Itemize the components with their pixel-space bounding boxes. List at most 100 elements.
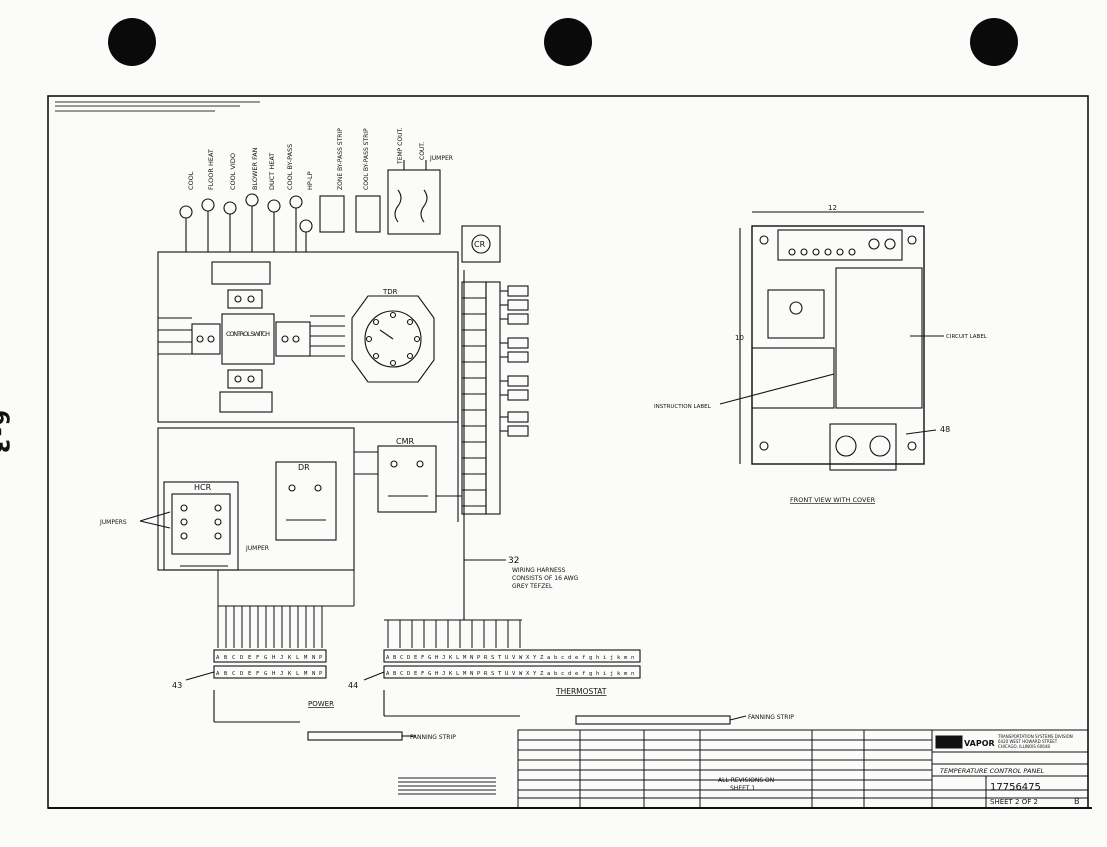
cr-label: CR xyxy=(474,240,486,249)
header-notes xyxy=(55,101,260,112)
svg-text:H: H xyxy=(272,671,275,677)
jumper-label-top: JUMPER xyxy=(429,155,453,162)
callout-43: 43 xyxy=(172,681,182,690)
svg-text:P: P xyxy=(319,655,323,661)
switch-label-cool-vido: COOL VIDO xyxy=(229,153,237,190)
svg-text:M: M xyxy=(304,655,308,661)
temp-control xyxy=(387,169,441,235)
svg-text:H: H xyxy=(435,671,438,677)
wiring-note-3: GREY TEFZEL xyxy=(512,583,553,590)
callout-44: 44 xyxy=(348,681,358,690)
wiring-ref: 32 xyxy=(508,556,519,566)
punch-hole-right xyxy=(970,18,1018,66)
svg-text:E: E xyxy=(414,655,417,661)
svg-text:N: N xyxy=(470,671,473,677)
title-block-text: VAPOR TRANSPORTATION SYSTEMS DIVISION 64… xyxy=(718,734,1080,806)
control-switch-assembly xyxy=(158,261,345,413)
revision-note: ALL REVISIONS ON xyxy=(718,777,774,784)
svg-text:R: R xyxy=(484,671,488,677)
svg-text:b: b xyxy=(554,671,557,677)
svg-text:C: C xyxy=(400,671,403,677)
fanning-strip-2: FANNING STRIP xyxy=(748,714,794,721)
dim-width: 12 xyxy=(828,204,837,212)
svg-text:C: C xyxy=(232,655,235,661)
svg-text:m: m xyxy=(624,671,628,677)
svg-text:c: c xyxy=(561,655,564,661)
svg-text:k: k xyxy=(617,671,621,677)
hcr-relay xyxy=(163,481,239,571)
lower-enclosure xyxy=(157,427,355,571)
svg-text:J: J xyxy=(442,671,445,677)
sheet-number: SHEET 2 OF 2 xyxy=(990,798,1038,806)
power-fanning-strip xyxy=(307,731,403,741)
svg-text:D: D xyxy=(407,655,410,661)
svg-text:K: K xyxy=(449,671,453,677)
instruction-label: INSTRUCTION LABEL xyxy=(654,404,712,410)
dr-relay xyxy=(275,461,337,541)
control-switch-label: CONTROL SWITCH xyxy=(226,330,270,338)
svg-text:C: C xyxy=(400,655,403,661)
svg-text:H: H xyxy=(435,655,438,661)
thermostat-connector-row1 xyxy=(383,649,641,663)
svg-text:B: B xyxy=(224,655,228,661)
svg-text:S: S xyxy=(491,671,494,677)
switch-label-duct-heat: DUCT HEAT xyxy=(268,153,276,190)
jumpers-label: JUMPERS xyxy=(99,519,127,526)
svg-text:J: J xyxy=(280,671,283,677)
callout-48: 48 xyxy=(940,425,950,434)
svg-text:j: j xyxy=(610,655,613,661)
svg-text:M: M xyxy=(304,671,308,677)
hcr-label: HCR xyxy=(194,483,212,492)
svg-text:N: N xyxy=(312,655,315,661)
jumper-label-lower: JUMPER xyxy=(245,545,269,552)
company-line-3: CHICAGO, ILLINOIS 60648 xyxy=(998,744,1050,749)
zone-bypass-strip xyxy=(319,195,345,233)
switch-floor-heat xyxy=(201,198,215,252)
wiring-note-2: CONSISTS OF 16 AWG xyxy=(512,575,579,582)
svg-text:U: U xyxy=(505,671,508,677)
svg-text:c: c xyxy=(561,671,564,677)
svg-text:K: K xyxy=(288,655,292,661)
switch-labels: COOL FLOOR HEAT COOL VIDO BLOWER FAN DUC… xyxy=(187,144,314,190)
svg-text:F: F xyxy=(421,655,424,661)
svg-text:e: e xyxy=(575,655,578,661)
tdr-timer xyxy=(351,295,435,383)
cmr-label: CMR xyxy=(396,437,414,446)
zone-bypass-label: ZONE BY-PASS STRIP xyxy=(337,128,344,190)
main-harness xyxy=(457,252,465,620)
svg-text:h: h xyxy=(596,655,599,661)
svg-text:a: a xyxy=(547,671,550,677)
svg-text:B: B xyxy=(393,671,397,677)
punch-hole-center xyxy=(544,18,592,66)
power-connector-row2 xyxy=(213,665,327,679)
svg-text:J: J xyxy=(442,655,445,661)
svg-text:G: G xyxy=(264,671,267,677)
punch-hole-left xyxy=(108,18,156,66)
svg-text:g: g xyxy=(589,655,592,661)
power-connector-wires xyxy=(217,570,355,648)
svg-text:K: K xyxy=(288,671,292,677)
svg-text:k: k xyxy=(617,655,621,661)
right-terminal-strip xyxy=(461,281,501,515)
svg-text:d: d xyxy=(568,655,571,661)
svg-text:Y: Y xyxy=(533,655,537,661)
dr-label: DR xyxy=(298,463,310,472)
bypass-labels: ZONE BY-PASS STRIP COOL BY-PASS STRIP TE… xyxy=(337,128,453,190)
switch-cool-bypass xyxy=(289,195,303,252)
svg-text:L: L xyxy=(296,671,300,677)
svg-text:R: R xyxy=(484,655,488,661)
switch-label-blower-fan: BLOWER FAN xyxy=(251,147,259,190)
svg-text:J: J xyxy=(280,655,283,661)
svg-text:W: W xyxy=(519,655,523,661)
svg-text:Y: Y xyxy=(533,671,537,677)
switch-cool-vido xyxy=(223,201,237,252)
power-connector-row1 xyxy=(213,649,327,663)
cr-relay xyxy=(461,225,501,263)
temp-cout-label: TEMP COUT. xyxy=(397,128,404,165)
svg-text:F: F xyxy=(256,655,259,661)
svg-text:L: L xyxy=(456,655,460,661)
drawing-title: TEMPERATURE CONTROL PANEL xyxy=(940,767,1044,775)
svg-text:C: C xyxy=(232,671,235,677)
wiring-note-1: WIRING HARNESS xyxy=(512,567,566,574)
